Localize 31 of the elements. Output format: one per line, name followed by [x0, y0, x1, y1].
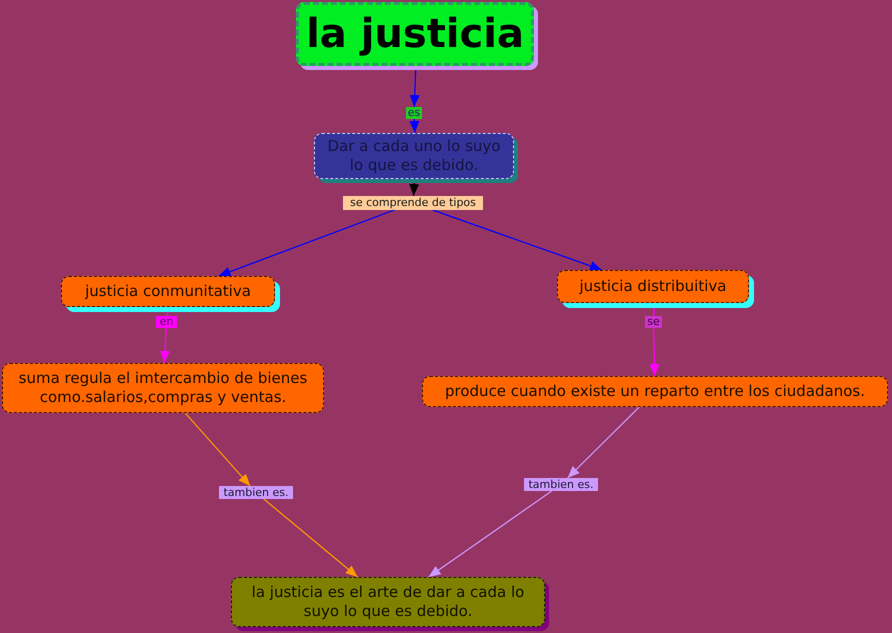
- arrow: [567, 406, 640, 478]
- linking-phrase: en: [160, 315, 174, 329]
- concept-label: la justicia es el arte de dar a cada lo suyo lo que es debido.: [250, 583, 526, 621]
- linking-phrase-tag: [219, 486, 293, 499]
- linking-phrase: se comprende de tipos: [350, 196, 476, 210]
- arrow: [409, 182, 420, 196]
- concept-box: [2, 363, 324, 413]
- arrow: [432, 209, 602, 271]
- arrow: [428, 490, 552, 578]
- arrow: [649, 328, 660, 376]
- concept-box: [422, 376, 888, 407]
- concept-label: justicia distribuitiva: [580, 277, 726, 296]
- arrow: [218, 209, 395, 277]
- arrow: [409, 118, 420, 134]
- connector-line: [166, 312, 168, 316]
- concept-label: Dar a cada uno lo suyo lo que es debido.: [326, 137, 502, 175]
- linking-phrase: se: [647, 315, 660, 329]
- linking-phrase: tambien es.: [528, 478, 594, 492]
- arrow: [410, 70, 420, 108]
- arrow: [184, 412, 251, 486]
- concept-label: produce cuando existe un reparto entre los ciudadanos.: [445, 382, 865, 401]
- arrow: [263, 498, 358, 578]
- concept-label: justicia conmunitativa: [85, 282, 251, 301]
- arrow: [160, 328, 170, 364]
- connector-line: [653, 308, 655, 316]
- linking-phrase: tambien es.: [223, 486, 289, 500]
- linking-phrase-tag: [524, 478, 598, 491]
- linking-phrase: es: [408, 106, 420, 120]
- concept-label: la justicia: [306, 10, 524, 59]
- concept-label: suma regula el imtercambio de bienes como.salarios,compras y ventas.: [18, 369, 308, 407]
- linking-phrase-tag: [156, 316, 177, 328]
